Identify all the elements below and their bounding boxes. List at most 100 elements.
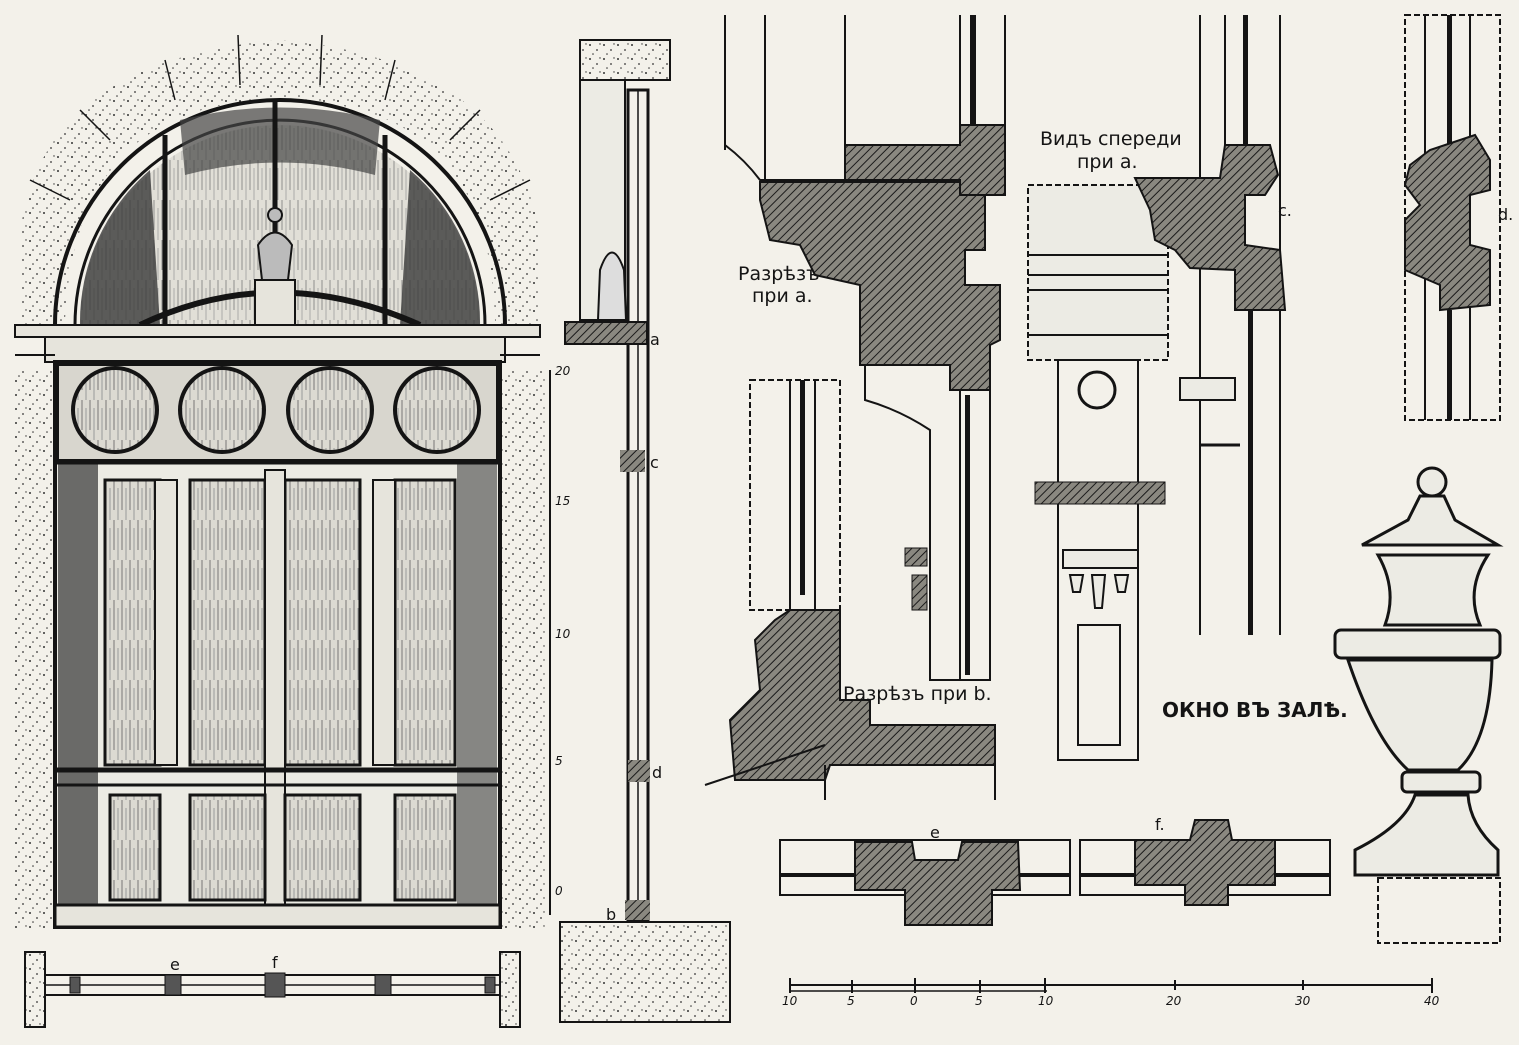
- scale-ticks: [789, 978, 1433, 993]
- bracket-curve: [864, 365, 991, 681]
- round-light: [286, 366, 374, 454]
- urn-finial-detail: [1333, 466, 1504, 944]
- scale-tick: 10: [782, 994, 798, 1008]
- front-panel: [1077, 624, 1121, 746]
- drawing-title: ОКНО ВЪ ЗАЛѢ.: [1162, 698, 1348, 722]
- window-elevation: [14, 34, 545, 930]
- front-dentils: [1062, 549, 1139, 609]
- section-a-hatch: [759, 181, 1006, 391]
- label-detail-d: d.: [1498, 205, 1513, 224]
- moulding-profile: [724, 144, 846, 181]
- lower-lights: [108, 793, 457, 902]
- scale-tick: 30: [1295, 994, 1311, 1008]
- pane: [108, 793, 162, 902]
- scale-tick: 15: [555, 494, 570, 508]
- arch-dark-right: [400, 170, 481, 325]
- urn-finial: [267, 207, 283, 223]
- urn-ball: [1416, 466, 1448, 498]
- scale-tick: 40: [1424, 994, 1440, 1008]
- label-front-view-2: при а.: [1077, 151, 1138, 173]
- scale-tick: 0: [555, 884, 563, 898]
- detail-d-frame: [1404, 14, 1501, 421]
- label-front-view-1: Видъ спереди: [1040, 128, 1182, 150]
- detail-c-base: [1179, 377, 1236, 401]
- urn-plinth: [1377, 877, 1501, 944]
- arch-dark-top: [180, 107, 380, 175]
- pane: [188, 478, 267, 767]
- front-band-hatch: [1034, 481, 1166, 505]
- scale-tick: 5: [975, 994, 983, 1008]
- glass-line: [800, 380, 805, 595]
- scale-tick: 10: [1038, 994, 1054, 1008]
- glass-line: [1447, 310, 1452, 420]
- elev-label-b: b: [606, 905, 616, 924]
- glass-line: [970, 15, 976, 145]
- cornice: [14, 324, 541, 338]
- elev-label-a: a: [650, 330, 660, 349]
- section-detail: [628, 760, 650, 782]
- plan-label-f: f: [272, 953, 278, 972]
- arch-dark-left: [79, 170, 160, 325]
- urn-neck: [1375, 553, 1491, 627]
- section-f-hatch: [1134, 819, 1276, 906]
- label-detail-f: f.: [1155, 815, 1165, 834]
- elev-label-d: d: [652, 763, 662, 782]
- front-entablature: [1027, 184, 1169, 361]
- front-view-a: Видъ спереди при а.: [1027, 128, 1182, 761]
- pane: [188, 793, 267, 902]
- label-detail-c: c.: [1278, 201, 1292, 220]
- voussoir-joints: [29, 34, 531, 201]
- urn-lip: [1333, 628, 1502, 660]
- small-bracket: [904, 547, 928, 611]
- elev-label-c: c: [650, 453, 659, 472]
- urn-foot: [1353, 793, 1500, 877]
- section-cornice: [564, 321, 648, 345]
- detail-c-hatch: [1133, 144, 1287, 311]
- pane: [283, 793, 362, 902]
- detail-d: d.: [1403, 14, 1513, 421]
- urn-ornament: [256, 231, 294, 281]
- urn-lid: [1361, 494, 1504, 547]
- front-roundel: [1077, 370, 1117, 410]
- plan-mullions: [69, 972, 496, 998]
- horizontal-scale: 10 5 0 5 10 20 30 40: [782, 978, 1440, 1008]
- plan-wall-right: [499, 951, 521, 1028]
- scale-tick: 0: [910, 994, 918, 1008]
- section-floor: [559, 921, 731, 1023]
- sections-ef: e f.: [779, 815, 1331, 926]
- main-lights: [103, 478, 457, 767]
- glass-line: [1243, 15, 1248, 155]
- urn-body: [1345, 658, 1494, 772]
- cornice-lower: [44, 336, 506, 363]
- urn-collar: [1400, 770, 1482, 794]
- label-section-b: Разрѣзъ при b.: [843, 683, 992, 705]
- glass-line: [1447, 15, 1452, 145]
- wall-stipple: [20, 40, 540, 330]
- pilasters: [154, 469, 396, 926]
- round-light: [178, 366, 266, 454]
- round-light: [393, 366, 481, 454]
- round-lights: [71, 366, 481, 454]
- side-section: a c d b: [559, 39, 731, 1023]
- label-section-a-2: при а.: [752, 285, 813, 307]
- sill-line: [704, 744, 826, 786]
- scale-tick: 10: [555, 627, 571, 641]
- pane: [283, 478, 362, 767]
- section-detail: [620, 450, 645, 472]
- section-a-hatch-top: [844, 124, 1006, 196]
- plan-label-e: e: [170, 955, 180, 974]
- section-ceiling: [579, 39, 671, 81]
- window-plan: e f: [24, 951, 521, 1028]
- wall-stipple-right: [500, 370, 545, 930]
- label-detail-e: e: [930, 823, 940, 842]
- scale-tick: 5: [847, 994, 855, 1008]
- glass-line: [1248, 300, 1253, 635]
- section-a: Разрѣзъ при а.: [724, 15, 1006, 681]
- pane: [393, 478, 457, 767]
- section-b-hatch: [728, 609, 996, 781]
- section-e-hatch: [854, 841, 1022, 926]
- pane: [103, 478, 162, 767]
- section-urn: [596, 251, 628, 321]
- arch-glass: [80, 125, 480, 325]
- section-b-frame: [749, 379, 841, 611]
